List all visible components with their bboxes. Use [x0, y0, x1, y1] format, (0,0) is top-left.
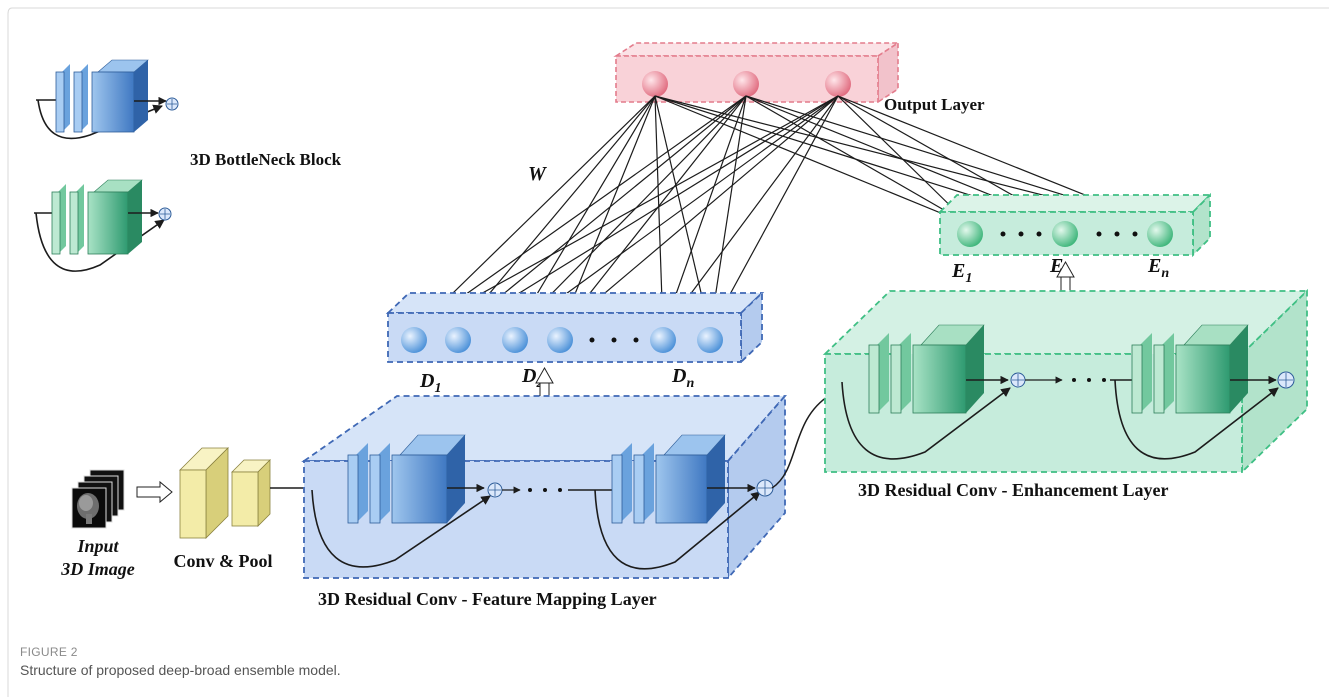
- residual-block-feature-2: [611, 434, 726, 524]
- enh-node-en: [1147, 221, 1173, 247]
- feature-mapping-label: 3D Residual Conv - Feature Mapping Layer: [318, 589, 657, 609]
- enhancement-label: 3D Residual Conv - Enhancement Layer: [858, 480, 1169, 500]
- ellipsis-dot: [633, 337, 639, 343]
- output-layer: Output Layer: [613, 41, 985, 114]
- frame-border: [7, 7, 1329, 697]
- conv-pool-block: [179, 447, 271, 539]
- input-label-line2: 3D Image: [60, 559, 135, 579]
- figure-caption: Structure of proposed deep-broad ensembl…: [20, 662, 341, 678]
- feature-node-d2: [502, 327, 528, 353]
- input-arrow: [136, 480, 173, 504]
- feature-mapping-layer: [301, 393, 787, 581]
- feature-node-d2a: [445, 327, 471, 353]
- feature-node-d3: [547, 327, 573, 353]
- ellipsis-dot: [1114, 231, 1120, 237]
- bottleneck-block-label: 3D BottleNeck Block: [190, 150, 342, 169]
- ellipsis-dot: [1000, 231, 1006, 237]
- output-node-3: [825, 71, 851, 97]
- enhancement-node-layer: [937, 192, 1213, 258]
- label-en: En: [1147, 255, 1169, 281]
- output-node-2: [733, 71, 759, 97]
- output-layer-label: Output Layer: [884, 95, 985, 114]
- feature-node-dn: [697, 327, 723, 353]
- conv-pool-label: Conv & Pool: [174, 551, 273, 571]
- label-dn: Dn: [671, 365, 694, 391]
- enhancement-layer: [822, 288, 1310, 475]
- ellipsis-dot: [589, 337, 595, 343]
- bottleneck-green-icon: [34, 179, 172, 272]
- figure-label: FIGURE 2: [20, 645, 78, 659]
- ellipsis-dot: [611, 337, 617, 343]
- enh-node-e2: [1052, 221, 1078, 247]
- ellipsis-dot: [1132, 231, 1138, 237]
- ellipsis-dot: [1096, 231, 1102, 237]
- input-image-stack: [71, 469, 125, 529]
- residual-block-enh-1: [868, 324, 985, 414]
- ellipsis-dot: [1036, 231, 1042, 237]
- residual-block-enh-2: [1131, 324, 1249, 414]
- feature-node-d1: [401, 327, 427, 353]
- bottleneck-legend: 3D BottleNeck Block: [34, 59, 342, 272]
- residual-block-feature-1: [347, 434, 466, 524]
- feature-node-dn-1: [650, 327, 676, 353]
- enh-node-e1: [957, 221, 983, 247]
- ellipsis-dot: [1018, 231, 1024, 237]
- input-label-line1: Input: [76, 536, 119, 556]
- label-d1: D1: [419, 370, 441, 396]
- label-e1: E1: [951, 260, 972, 286]
- bottleneck-blue-icon: [36, 59, 179, 140]
- weight-label: W: [528, 163, 547, 185]
- feature-node-layer: [385, 290, 765, 365]
- output-node-1: [642, 71, 668, 97]
